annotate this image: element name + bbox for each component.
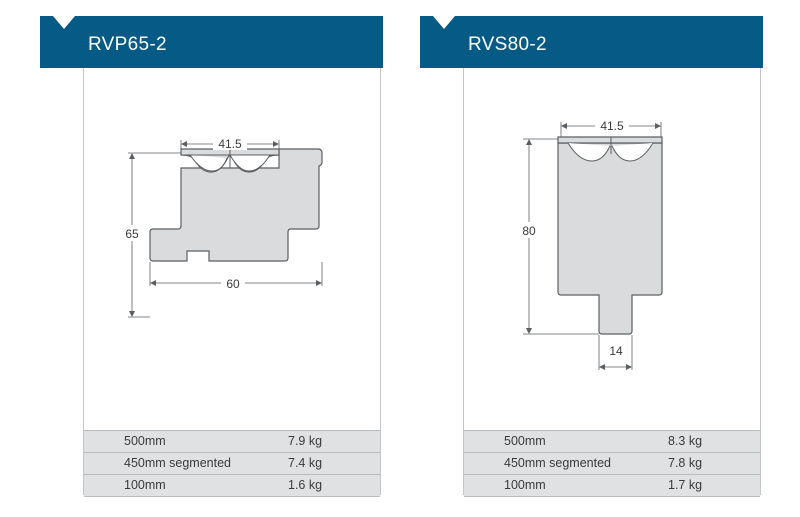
row-length: 100mm — [124, 478, 166, 492]
table-row: 450mm segmented 7.4 kg — [84, 452, 380, 474]
tool-title: RVP65-2 — [88, 34, 167, 55]
tool-profile-drawing: 41.5 65 60 — [122, 136, 323, 318]
weight-table: 500mm 7.9 kg 450mm segmented 7.4 kg 100m… — [84, 430, 380, 497]
row-weight: 7.8 kg — [668, 456, 703, 470]
card-header: RVS80-2 — [420, 16, 763, 68]
tool-profile — [557, 142, 663, 335]
table-row: 100mm 1.6 kg — [84, 474, 380, 497]
dimension-tang-width: 14 — [609, 344, 623, 358]
row-weight: 7.9 kg — [288, 434, 323, 448]
dimension-top-width: 41.5 — [600, 119, 624, 133]
row-weight: 8.3 kg — [668, 434, 703, 448]
card-header: RVP65-2 — [40, 16, 383, 68]
table-row: 500mm 8.3 kg — [464, 430, 760, 452]
card-body: 41.5 65 60 500mm 7.9 kg 450mm segmented — [83, 68, 381, 497]
chevron-down-icon — [433, 16, 455, 29]
dimension-height: 80 — [522, 224, 536, 238]
row-length: 450mm segmented — [124, 456, 232, 470]
tool-profile-drawing: 41.5 80 14 — [519, 118, 663, 370]
row-weight: 1.7 kg — [668, 478, 703, 492]
tool-profile — [149, 148, 323, 262]
table-row: 100mm 1.7 kg — [464, 474, 760, 497]
tool-title: RVS80-2 — [468, 34, 547, 55]
row-length: 500mm — [504, 434, 546, 448]
card-body: 41.5 80 14 500mm 8.3 kg 450mm segmented … — [463, 68, 761, 497]
dimension-base-width: 60 — [226, 277, 240, 291]
table-row: 450mm segmented 7.8 kg — [464, 452, 760, 474]
table-row: 500mm 7.9 kg — [84, 430, 380, 452]
row-weight: 1.6 kg — [288, 478, 323, 492]
weight-table: 500mm 8.3 kg 450mm segmented 7.8 kg 100m… — [464, 430, 760, 497]
dimension-height: 65 — [125, 227, 139, 241]
row-length: 100mm — [504, 478, 546, 492]
dimension-top-width: 41.5 — [218, 137, 242, 151]
row-weight: 7.4 kg — [288, 456, 323, 470]
row-length: 450mm segmented — [504, 456, 612, 470]
row-length: 500mm — [124, 434, 166, 448]
chevron-down-icon — [53, 16, 75, 29]
tool-card-rvp65-2: RVP65-2 41.5 65 — [40, 16, 383, 497]
tool-card-rvs80-2: RVS80-2 41.5 80 — [420, 16, 763, 497]
